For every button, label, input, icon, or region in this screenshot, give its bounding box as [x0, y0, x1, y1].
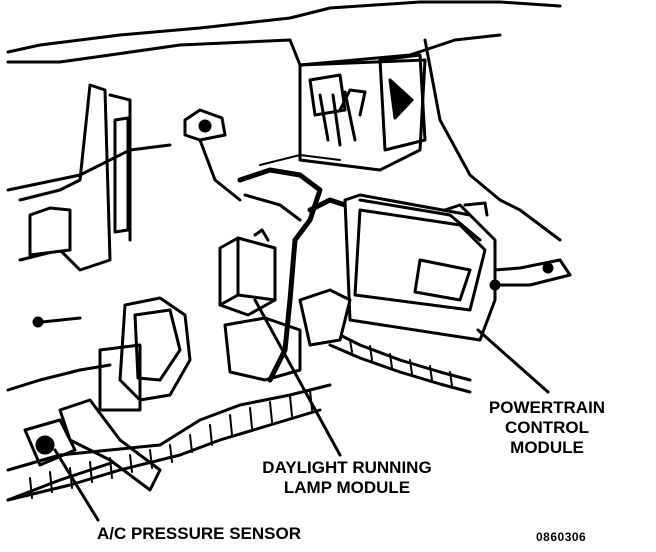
label-ac-pressure-sensor: A/C PRESSURE SENSOR [64, 524, 334, 544]
label-line: DAYLIGHT RUNNING [262, 458, 432, 477]
fender [6, 83, 132, 502]
leader-pcm [476, 328, 550, 394]
leader-lines [53, 298, 550, 522]
label-line: LAMP MODULE [283, 478, 411, 497]
figure-code: 0860306 [536, 530, 587, 544]
label-daylight-running-lamp-module: DAYLIGHT RUNNING LAMP MODULE [232, 458, 462, 498]
leader-drl [253, 298, 342, 457]
wiring-harness [237, 154, 348, 383]
label-line: CONTROL [504, 418, 590, 437]
fuse-relay-box [298, 53, 427, 172]
label-line: MODULE [510, 438, 584, 457]
bolt [32, 316, 82, 328]
ac-pressure-sensor [23, 296, 192, 492]
pcm-module [343, 193, 572, 342]
label-powertrain-control-module: POWERTRAIN CONTROL MODULE [462, 398, 632, 458]
label-line: A/C PRESSURE SENSOR [96, 524, 302, 543]
hood-connector [183, 108, 242, 202]
label-line: POWERTRAIN [488, 398, 606, 417]
drl-module [218, 228, 277, 317]
leader-ac [53, 448, 100, 522]
